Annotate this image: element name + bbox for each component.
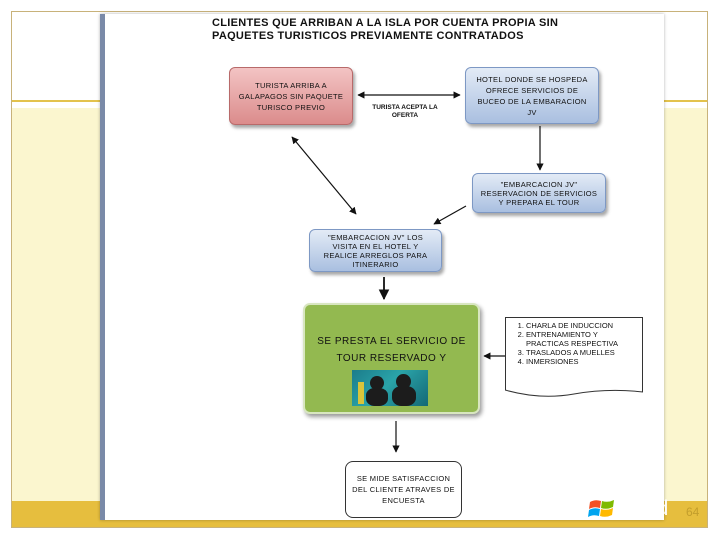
list-item: ENTRENAMIENTO Y PRACTICAS RESPECTIVA [526, 330, 638, 348]
accepts-offer-label: TURISTA ACEPTA LA OFERTA [372, 104, 438, 119]
list-item: INMERSIONES [526, 357, 638, 366]
windows-logo-icon [588, 500, 614, 517]
page-number: 64 [686, 505, 700, 519]
title-line-1: CLIENTES QUE ARRIBAN A LA ISLA POR CUENT… [212, 17, 559, 29]
node-reservation: "EMBARCACION JV" RESERVACION DE SERVICIO… [472, 173, 606, 213]
arrow-tourist-visit [291, 136, 357, 215]
node-tourist-arrives: TURISTA ARRIBA A GALAPAGOS SIN PAQUETE T… [229, 67, 353, 125]
service-steps-list: CHARLA DE INDUCCION ENTRENAMIENTO Y PRAC… [505, 317, 643, 397]
node-hotel-offer-label: HOTEL DONDE SE HOSPEDA OFRECE SERVICIOS … [476, 74, 588, 117]
presentation-frame [11, 11, 708, 528]
slide-edge [100, 14, 105, 520]
node-reservation-label: "EMBARCACION JV" RESERVACION DE SERVICIO… [480, 179, 598, 207]
list-item: CHARLA DE INDUCCION [526, 321, 638, 330]
node-satisfaction-label: SE MIDE SATISFACCION DEL CLIENTE ATRAVES… [352, 474, 455, 505]
node-hotel-offer: HOTEL DONDE SE HOSPEDA OFRECE SERVICIOS … [465, 67, 599, 124]
list-item: TRASLADOS A MUELLES [526, 348, 638, 357]
title-line-2: PAQUETES TURISTICOS PREVIAMENTE CONTRATA… [212, 30, 524, 41]
node-satisfaction: SE MIDE SATISFACCION DEL CLIENTE ATRAVES… [345, 461, 462, 518]
node-tourist-arrives-label: TURISTA ARRIBA A GALAPAGOS SIN PAQUETE T… [238, 80, 344, 112]
divers-photo [352, 370, 428, 406]
arrow-reservation-visit [433, 205, 467, 225]
diagram-title: CLIENTES QUE ARRIBAN A LA ISLA POR CUENT… [212, 17, 592, 41]
list-wave-edge [505, 389, 643, 402]
windows-watermark-text: Wind [622, 497, 668, 520]
node-hotel-visit: "EMBARCACION JV" LOS VISITA EN EL HOTEL … [309, 229, 442, 272]
node-hotel-visit-label: "EMBARCACION JV" LOS VISITA EN EL HOTEL … [323, 232, 428, 269]
